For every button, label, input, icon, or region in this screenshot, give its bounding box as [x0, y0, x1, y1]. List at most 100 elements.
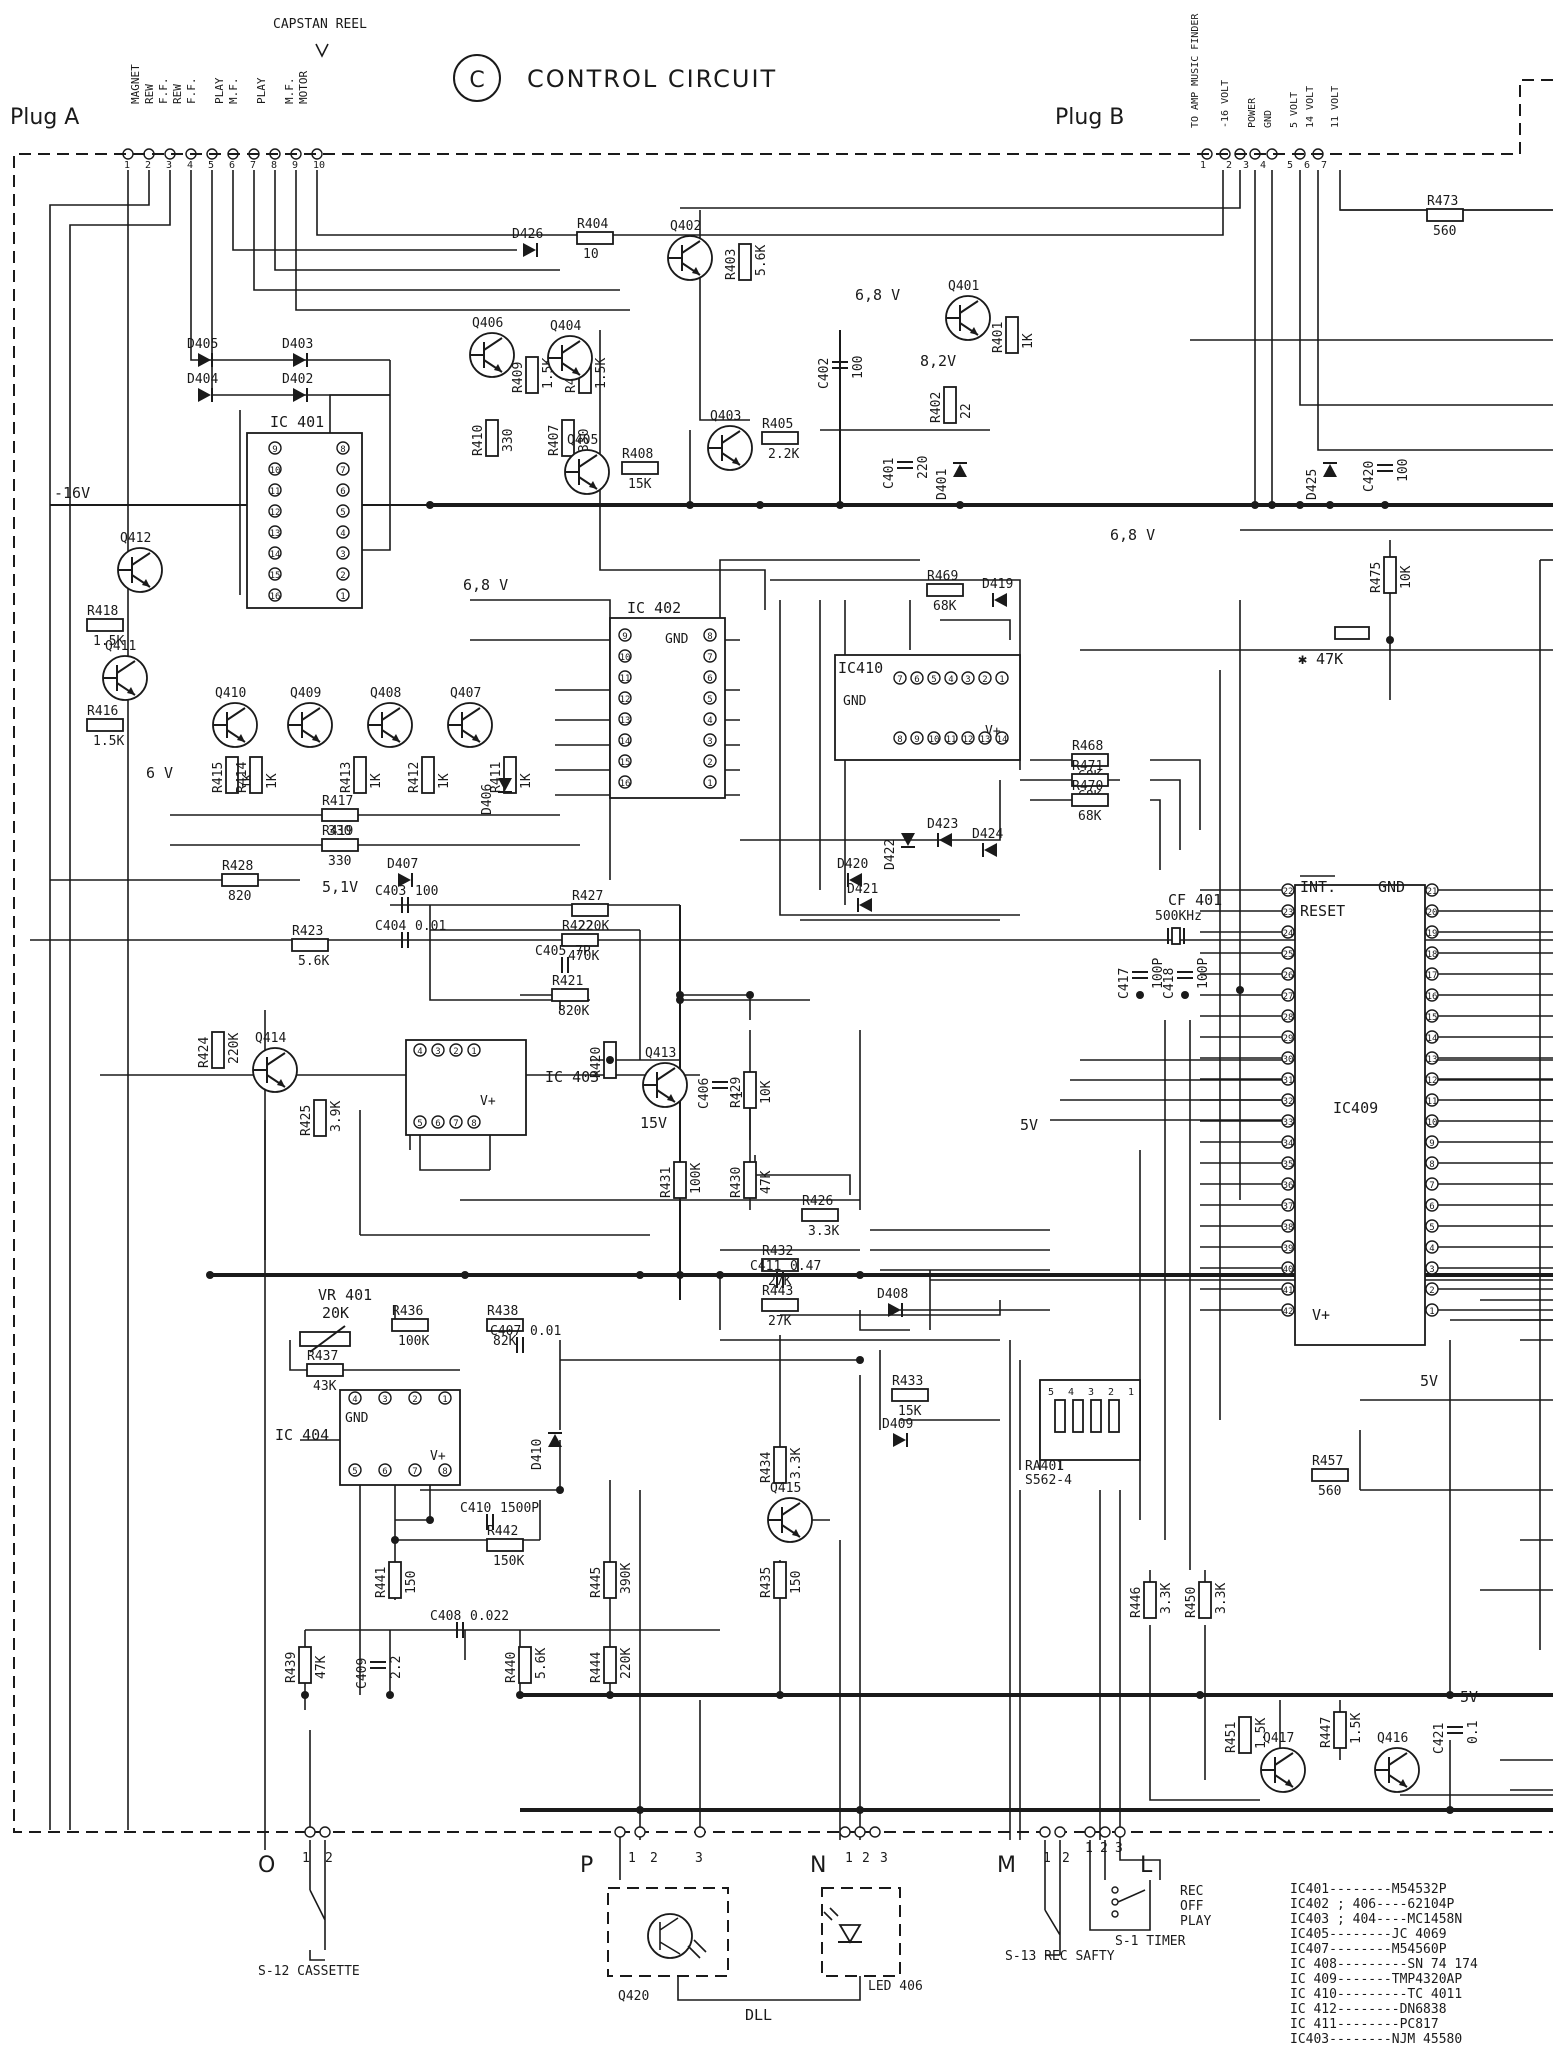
resistor-r450-ref: R450 [1184, 1587, 1199, 1618]
resistor-r401-value: 1K [1021, 333, 1036, 349]
plug-b-pin-6-label: 14 VOLT [1305, 86, 1316, 128]
resistor-r471-ref: R471 [1072, 759, 1103, 774]
capacitor-c405-value: 7P [575, 944, 591, 959]
resistor-r418-value: 1.5K [93, 634, 124, 649]
resistor-r421-ref: R421 [552, 974, 583, 989]
resistor-r418-ref: R418 [87, 604, 118, 619]
ic404-pins-2: 2 [412, 1395, 417, 1405]
ic402-pins-16: 16 [620, 779, 631, 789]
transistor-q407: Q407 [447, 686, 493, 748]
capacitor-c408-ref: C408 [430, 1609, 461, 1624]
plug-b-num-3: 3 [1243, 160, 1249, 171]
connector-p-label: P [580, 1853, 593, 1878]
diode-d421: D421 [847, 882, 878, 912]
ic404-vplus: V+ [430, 1449, 446, 1464]
ic404-pins-1: 1 [442, 1395, 447, 1405]
resistor-r440-ref: R440 [504, 1652, 519, 1683]
ic409-pins-10: 10 [1427, 1118, 1438, 1128]
ic409-pins-7: 7 [1429, 1181, 1434, 1191]
resistor-r427-ref: R427 [572, 889, 603, 904]
transistor-q407-ref: Q407 [450, 686, 481, 701]
resistor-r414-value: 1K [265, 773, 280, 789]
resistor-r470-value: 68K [1078, 809, 1102, 824]
ic409-pins-25: 25 [1283, 950, 1294, 960]
transistor-q404: Q404 [547, 319, 593, 381]
transistor-q406: Q406 [469, 316, 515, 378]
resistor-r425-ref: R425 [299, 1105, 314, 1136]
resistor-r439-value: 47K [314, 1655, 329, 1679]
ic402-gnd: GND [665, 632, 689, 647]
resistor-r431-value: 100K [689, 1163, 704, 1194]
transistor-q417-ref: Q417 [1263, 1731, 1294, 1746]
resistor-r408-value: 15K [628, 477, 652, 492]
ic401-pins-12: 12 [270, 508, 281, 518]
cf401-label: CF 401 [1168, 891, 1222, 909]
diode-d419: D419 [982, 577, 1013, 607]
capacitor-c409-ref: C409 [355, 1658, 370, 1689]
resistor-r402-ref: R402 [929, 392, 944, 423]
r47k: ✱ 47K [1298, 626, 1370, 668]
plug-a-num-2: 2 [145, 160, 151, 171]
ic409-gnd: GND [1378, 878, 1405, 896]
transistor-q408-ref: Q408 [370, 686, 401, 701]
ra401-pin-2: 2 [1108, 1387, 1114, 1398]
plug-b-pin-1-label: TO AMP MUSIC FINDER [1190, 13, 1201, 128]
diode-d408-ref: D408 [877, 1287, 908, 1302]
capacitor-c420-ref: C420 [1362, 461, 1377, 492]
ic-list-3: IC405--------JC 4069 [1290, 1927, 1447, 1942]
transistor-q411-ref: Q411 [105, 639, 136, 654]
resistor-r445-ref: R445 [589, 1567, 604, 1598]
plug-a-num-1: 1 [124, 160, 130, 171]
ic409-pins-40: 40 [1283, 1265, 1294, 1275]
bottom-connector-pin-11 [1099, 1826, 1111, 1838]
resistor-r447-ref: R447 [1319, 1717, 1334, 1748]
ic401-pins-9: 9 [272, 445, 277, 455]
plug-b-pin-5-label: 5 VOLT [1289, 92, 1300, 128]
resistor-r475-ref: R475 [1369, 562, 1384, 593]
resistor-r442-ref: R442 [487, 1524, 518, 1539]
ic-list-7: IC 410---------TC 4011 [1290, 1987, 1462, 2002]
ic410-pins-10: 10 [929, 735, 940, 745]
connector-o: O 1 2 S-12 CASSETTE [258, 1840, 360, 1979]
voltage-6v8-ic401: 6,8 V [463, 576, 508, 594]
ic409-pins-17: 17 [1427, 971, 1438, 981]
ic409-pins-8: 8 [1429, 1160, 1434, 1170]
ic409-pins-24: 24 [1283, 929, 1294, 939]
transistor-q403: Q403 [707, 409, 753, 471]
section-letter: C [469, 68, 484, 93]
ic409-pins-42: 42 [1283, 1307, 1294, 1317]
ic402-pins-15: 15 [620, 758, 631, 768]
ic401-pins-13: 13 [270, 529, 281, 539]
ic402-pins-5: 5 [707, 695, 712, 705]
ic403-pins-5: 5 [417, 1119, 422, 1129]
connector-p: P 1 2 3 Q420 [580, 1851, 729, 2004]
resistor-r422-ref: R422 [562, 919, 593, 934]
resistor-r407-value: 330 [577, 429, 592, 452]
ic401-pins-10: 10 [270, 466, 281, 476]
resistor-r424-ref: R424 [197, 1037, 212, 1068]
timer-rec: REC [1180, 1884, 1203, 1899]
resistor-r473-value: 560 [1433, 224, 1456, 239]
resistor-r457-value: 560 [1318, 1484, 1341, 1499]
ic410-label: IC410 [838, 659, 883, 677]
ic410-pins-13: 13 [980, 735, 991, 745]
diode-d420-ref: D420 [837, 857, 868, 872]
q420-label: Q420 [618, 1989, 649, 2004]
capacitor-c401-ref: C401 [882, 458, 897, 489]
junctions [206, 501, 1454, 1814]
plug-a-pin-6-label: PLAY [213, 77, 226, 104]
